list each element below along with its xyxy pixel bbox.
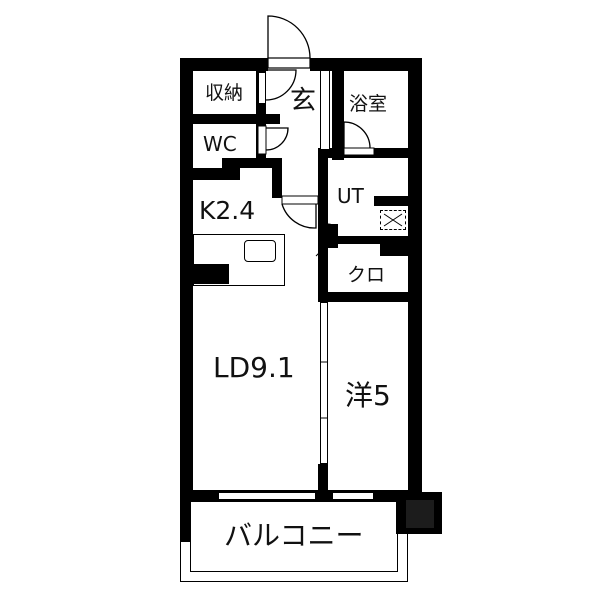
washer-pan-icon [380,210,406,230]
wall-top-left [180,58,268,71]
entrance-door-icon [267,15,311,59]
entrance-step [320,70,330,150]
room-label-closet: クロ [347,264,386,286]
wall-closet-top [328,236,410,244]
balcony-left-wall [180,500,190,542]
wall-entrance-right [332,70,344,160]
wall-ut-shelf [374,196,410,206]
wall-storage-bottom [180,114,280,124]
window-ld [218,492,316,500]
window-western [332,492,374,500]
room-label-toilet: WC [203,132,237,156]
wall-k-vertical [272,158,282,198]
wall-storage-right [256,70,266,160]
wall-wc-bottom [222,158,282,168]
wall-ut-stub [322,224,338,248]
wall-wc-bottom-left [180,168,240,180]
kitchen-fridge-block [193,264,229,284]
pipe-shaft-inner [406,500,434,528]
room-label-storage: 収納 [205,82,244,104]
room-label-western-room: 洋5 [345,379,391,412]
room-label-living-dining: LD9.1 [213,351,295,384]
wall-closet-bottom [318,292,418,302]
storage-door-jamb [258,72,266,104]
wall-partition-bottom [318,464,328,494]
sliding-door [320,302,328,464]
room-label-kitchen: K2.4 [199,196,256,225]
wall-right [408,58,422,500]
balcony-inner [190,500,398,572]
room-label-balcony: バルコニー [224,519,364,552]
sink-icon [244,240,276,262]
room-label-bathroom: 浴室 [349,93,388,115]
room-label-entrance: 玄 [290,86,317,116]
wall-closet-pillar [380,244,410,256]
wall-top-right [310,58,422,71]
room-label-utility: UT [337,184,364,208]
